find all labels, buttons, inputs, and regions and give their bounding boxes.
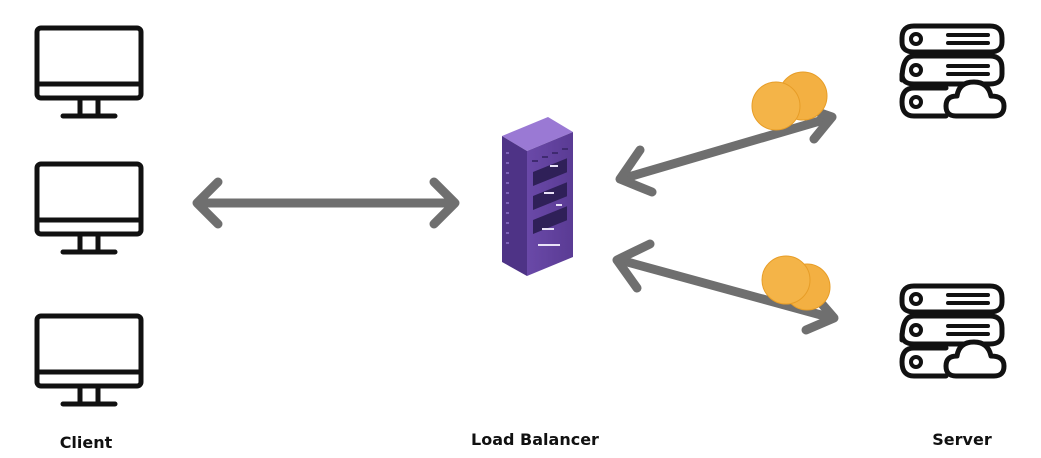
client-label: Client [60, 433, 113, 452]
server-rack-icon [502, 117, 573, 276]
cloud-server-icon-1 [902, 26, 1004, 116]
token-icon-1 [751, 71, 828, 131]
token-icon-2 [761, 255, 831, 311]
load-balancer-label: Load Balancer [471, 430, 599, 449]
server-label: Server [932, 430, 992, 449]
client-monitor-icon-3 [37, 316, 141, 404]
lb-server1-arrow [615, 103, 837, 197]
client-monitor-icon-2 [37, 164, 141, 252]
client-monitor-icon-1 [37, 28, 141, 116]
client-lb-arrow [192, 177, 460, 229]
cloud-server-icon-2 [902, 286, 1004, 376]
